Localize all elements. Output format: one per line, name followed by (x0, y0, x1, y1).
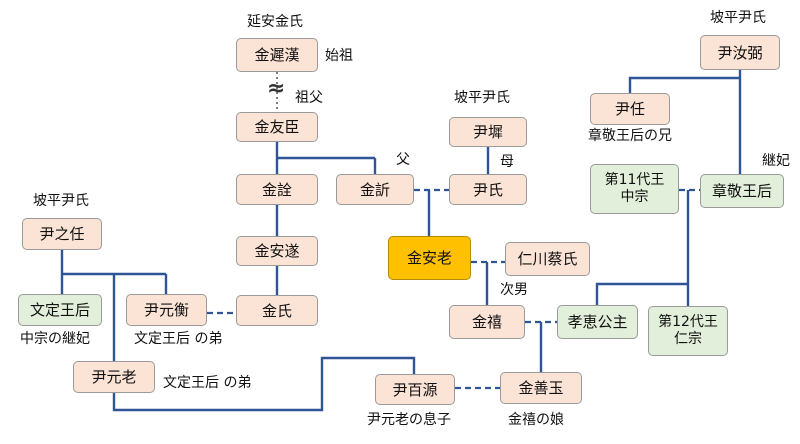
chuso-title: 第11代王 (604, 172, 665, 188)
node-shokei-ogo: 章敬王后 (700, 174, 784, 208)
label-kim-ki-daughter: 金禧の娘 (508, 412, 564, 428)
label-grandfather: 祖父 (295, 90, 323, 106)
node-kim-an-sui: 金安遂 (236, 236, 318, 266)
node-in-nin: 尹任 (590, 93, 670, 125)
node-in-shi: 尹氏 (449, 174, 527, 205)
label-shokei-brother: 章敬王后の兄 (588, 128, 672, 144)
node-in-hyaku-gen: 尹百源 (375, 374, 455, 405)
jinso-name: 仁宗 (674, 331, 702, 347)
line-to-kokei (595, 282, 688, 305)
label-father: 父 (396, 152, 410, 168)
node-kim-an-ro: 金安老 (388, 236, 471, 280)
node-kim-zen-gyoku: 金善玉 (500, 372, 582, 404)
node-kim-sen: 金詮 (236, 174, 318, 205)
node-in-ji-nin: 尹之任 (22, 218, 102, 250)
label-second-son: 次男 (500, 282, 528, 298)
node-bunjo-ogo: 文定王后 (18, 294, 102, 326)
node-jinso: 第12代王 仁宗 (648, 306, 728, 356)
node-kim-woo-shin: 金友臣 (236, 112, 318, 142)
label-bunjo-brother-2: 文定王后 の弟 (163, 375, 252, 391)
node-in-nyo-hitsu: 尹汝弼 (700, 35, 780, 70)
label-chuso-stepconsort: 中宗の継妃 (20, 331, 90, 347)
label-clan-pa-in-3: 坡平尹氏 (710, 10, 766, 26)
node-in-gen-ro: 尹元老 (73, 361, 155, 393)
node-kokei-koshu: 孝恵公主 (557, 305, 638, 339)
label-clan-enan-kim: 延安金氏 (247, 14, 303, 30)
label-clan-pa-in-2: 坡平尹氏 (33, 193, 89, 209)
jinso-title: 第12代王 (658, 314, 718, 330)
node-kim-chi-han: 金遲漢 (236, 38, 318, 72)
node-in-cho: 尹墀 (449, 117, 527, 147)
node-kim-ki: 金禧 (449, 305, 525, 339)
label-in-gen-ro-son: 尹元老の息子 (367, 412, 451, 428)
node-kim-kin: 金訢 (336, 174, 414, 205)
label-founder: 始祖 (325, 48, 353, 64)
chuso-name: 中宗 (620, 189, 649, 205)
label-bunjo-brother-1: 文定王后 の弟 (134, 331, 223, 347)
node-in-gen-ko: 尹元衡 (126, 294, 207, 326)
label-stepconsort: 継妃 (762, 153, 790, 169)
node-kim-shi: 金氏 (236, 295, 318, 326)
line-gen-ro-to-hyaku-gen (112, 356, 416, 412)
node-nin-sen-sai-shi: 仁川蔡氏 (505, 242, 590, 276)
line-to-in-nin (628, 76, 740, 93)
label-clan-pa-in-1: 坡平尹氏 (454, 90, 510, 106)
node-chuso: 第11代王 中宗 (590, 164, 679, 214)
label-mother: 母 (500, 154, 514, 170)
approx-symbol: ≈ (267, 76, 286, 101)
